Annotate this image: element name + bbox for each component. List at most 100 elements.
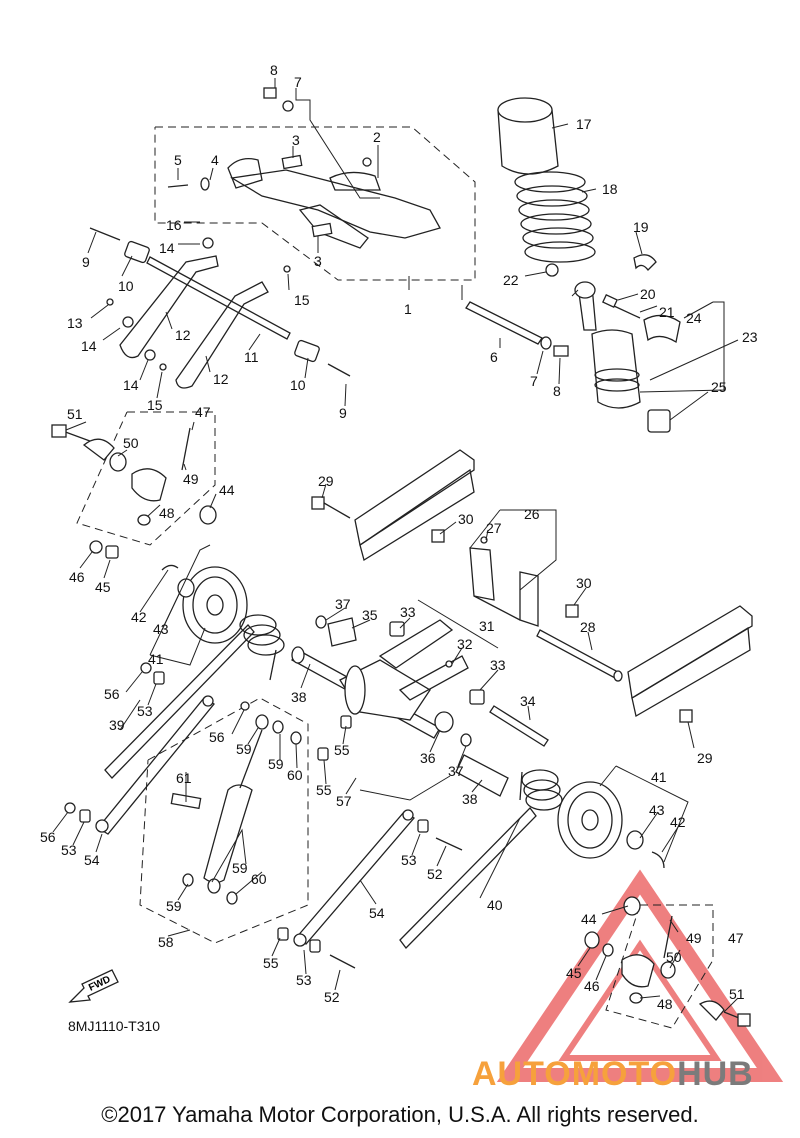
shaft-11-brackets-12 [89,87,351,389]
callout-c19: 19 [633,219,649,235]
group-1-dashed-box [154,126,476,281]
callout-c13: 13 [67,315,83,331]
idler-bracket-left [51,424,217,559]
callout-c56a: 56 [104,686,120,702]
callout-c58: 58 [158,934,174,950]
idler-bracket-right [584,896,751,1027]
callout-c40: 40 [487,897,503,913]
callout-c21: 21 [659,304,675,320]
callout-c54b: 54 [369,905,385,921]
callout-c12a: 12 [175,327,191,343]
rear-shock-absorber [497,97,681,433]
callout-c59d: 59 [166,898,182,914]
callout-c53a: 53 [137,703,153,719]
callout-c29b: 29 [697,750,713,766]
callout-c59c: 59 [232,860,248,876]
callout-c15a: 15 [294,292,310,308]
callout-c37b: 37 [448,763,464,779]
idler-wheel-41-left [161,564,248,644]
callout-c48a: 48 [159,505,175,521]
callout-c15b: 15 [147,397,163,413]
callout-c60a: 60 [287,767,303,783]
callout-c44a: 44 [219,482,235,498]
watermark-text-part1: AUTOMOTO [472,1055,678,1093]
callout-c28: 28 [580,619,596,635]
callout-c56c: 56 [40,829,56,845]
callout-c7b: 7 [530,373,538,389]
callout-c54a: 54 [84,852,100,868]
callout-c57: 57 [336,793,352,809]
copyright-notice: ©2017 Yamaha Motor Corporation, U.S.A. A… [101,1102,699,1127]
spring-18 [514,171,596,263]
callout-c3a: 3 [292,132,300,148]
front-shock-absorber [170,701,329,941]
callout-c8b: 8 [553,383,561,399]
callout-c47a: 47 [195,404,211,420]
watermark-triangle [496,869,784,1082]
callout-c3b: 3 [314,253,322,269]
callout-c32: 32 [457,636,473,652]
callout-c22: 22 [503,272,519,288]
callout-c53d: 53 [296,972,312,988]
callout-c53b: 53 [61,842,77,858]
callout-c35: 35 [362,607,378,623]
callout-c38b: 38 [462,791,478,807]
callout-c14c: 14 [123,377,139,393]
callout-c51a: 51 [67,406,83,422]
group-47-left-dashed [76,411,216,546]
callout-c38a: 38 [291,689,307,705]
callout-c59b: 59 [268,756,284,772]
link-54-right [293,809,463,969]
mid-leader-lines [52,421,739,1013]
callout-c56b: 56 [209,729,225,745]
callout-c60b: 60 [251,871,267,887]
part-code: 8MJ1110-T310 [68,1018,161,1034]
top-leader-lines [87,78,739,421]
callout-c8a: 8 [270,62,278,78]
group-58-dashed [139,697,309,944]
callout-c24: 24 [686,310,702,326]
callout-c45b: 45 [566,965,582,981]
callout-c44b: 44 [581,911,597,927]
watermark-text-part2: HUB [677,1055,754,1093]
callout-c9a: 9 [82,254,90,270]
bracket-31 [431,529,579,627]
callout-c43a: 43 [153,621,169,637]
callout-c34: 34 [520,693,536,709]
central-pivot-assembly [291,615,549,797]
callout-c10b: 10 [290,377,306,393]
callout-c17: 17 [576,116,592,132]
callout-c46b: 46 [584,978,600,994]
callout-c36: 36 [420,750,436,766]
callout-c39: 39 [109,717,125,733]
callout-c16: 16 [166,217,182,233]
callout-c23: 23 [742,329,758,345]
cross-shaft-28 [536,629,623,682]
callout-c42b: 42 [670,814,686,830]
shaft-6 [465,301,569,357]
fwd-arrow-icon: FWD [66,968,120,1015]
callout-c7a: 7 [294,74,302,90]
callout-c14b: 14 [81,338,97,354]
callout-c49b: 49 [686,930,702,946]
callout-c33b: 33 [490,657,506,673]
callout-c55a: 55 [334,742,350,758]
callout-c18: 18 [602,181,618,197]
torsion-spring-39 [104,614,285,779]
callout-c25: 25 [711,379,727,395]
callout-c45a: 45 [95,579,111,595]
callout-c1: 1 [404,301,412,317]
callout-c48b: 48 [657,996,673,1012]
link-54-left [64,662,215,835]
callout-c33a: 33 [400,604,416,620]
callout-c41b: 41 [651,769,667,785]
callout-c55b: 55 [316,782,332,798]
front-arm-assembly [167,154,441,249]
callout-c27: 27 [486,520,502,536]
callout-c46a: 46 [69,569,85,585]
callout-c41a: 41 [148,651,164,667]
callout-c49a: 49 [183,471,199,487]
callout-c47b: 47 [728,930,744,946]
